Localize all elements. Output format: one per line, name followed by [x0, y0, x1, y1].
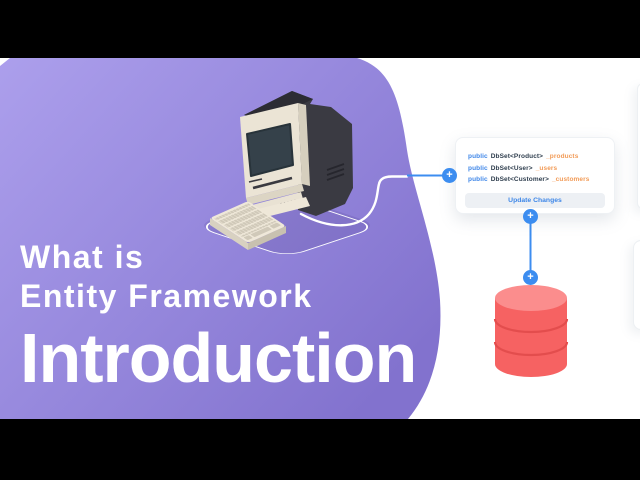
- keyboard-icon: [210, 201, 286, 250]
- plus-connector-icon: +: [523, 270, 538, 285]
- computer-cable: [299, 175, 409, 227]
- plus-connector-icon: +: [523, 209, 538, 224]
- plus-connector-icon: +: [442, 168, 457, 183]
- thumbnail-title: What is Entity Framework Introduction: [20, 238, 417, 397]
- title-line-1: What is: [20, 239, 145, 275]
- plus-glyph: +: [527, 271, 534, 283]
- plus-glyph: +: [527, 210, 534, 222]
- computer-screen: [246, 123, 294, 177]
- database-icon: [493, 285, 569, 377]
- retro-computer-icon: [240, 91, 353, 220]
- partial-card-lower: [633, 240, 640, 330]
- letterbox-bottom: [0, 419, 640, 480]
- plus-glyph: +: [446, 169, 453, 181]
- title-line-2: Entity Framework: [20, 278, 313, 314]
- update-changes-button[interactable]: Update Changes: [465, 193, 605, 208]
- letterbox-top: [0, 0, 640, 58]
- title-line-3: Introduction: [20, 319, 417, 397]
